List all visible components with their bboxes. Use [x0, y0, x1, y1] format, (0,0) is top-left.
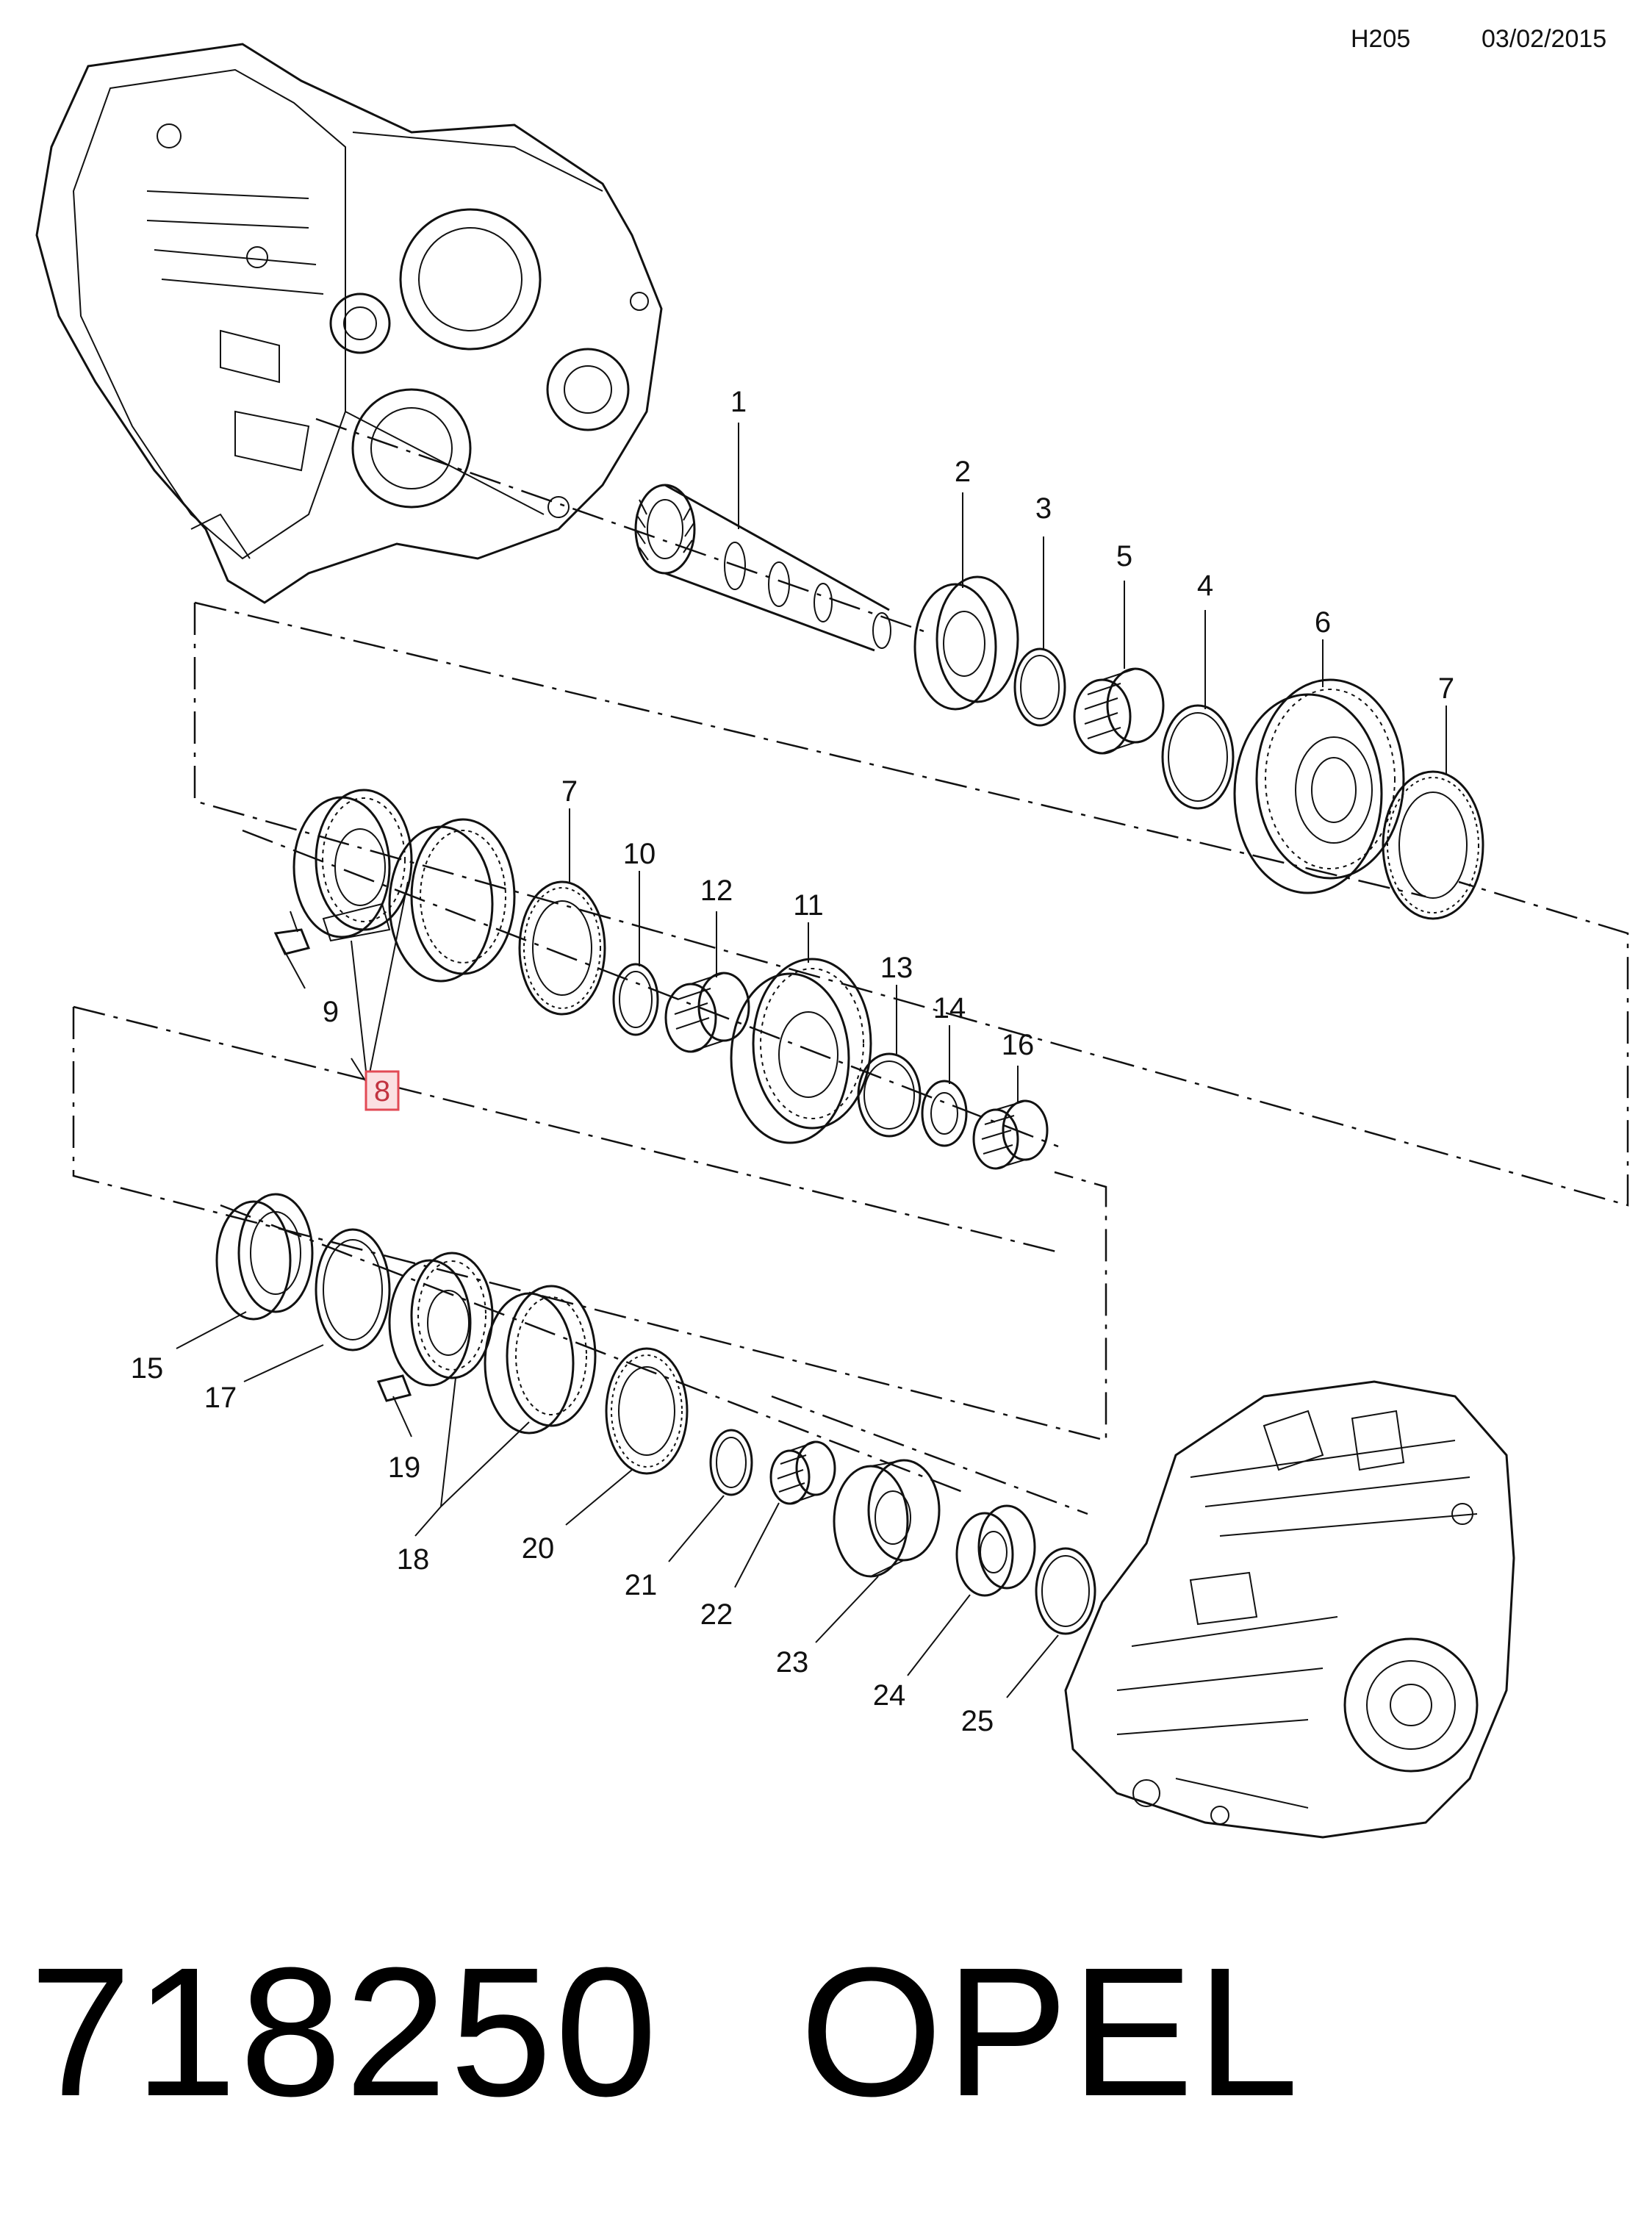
part-23-gear — [833, 1459, 941, 1578]
callout-16: 16 — [1002, 1029, 1035, 1061]
part-16-needle-bearing — [972, 1099, 1049, 1170]
part-18-synchronizer-hub — [388, 1252, 494, 1387]
callout-25: 25 — [961, 1705, 994, 1737]
callout-10: 10 — [623, 838, 656, 870]
callout-5: 5 — [1116, 540, 1132, 572]
callout-8-highlight[interactable]: 8 — [364, 1070, 400, 1111]
callout-20: 20 — [522, 1532, 555, 1565]
callout-18: 18 — [397, 1543, 430, 1576]
part-25-snap-ring — [1035, 1547, 1096, 1635]
callout-21: 21 — [625, 1569, 658, 1601]
callout-2: 2 — [955, 456, 971, 488]
part-21-snap-ring — [709, 1429, 753, 1496]
diagram-date: 03/02/2015 — [1482, 25, 1607, 53]
callout-7-lower: 7 — [561, 775, 578, 808]
callout-24: 24 — [873, 1679, 906, 1712]
callout-14: 14 — [933, 992, 966, 1024]
callout-11: 11 — [793, 889, 824, 922]
part-15-synchro-cone — [215, 1193, 314, 1321]
callout-7-upper: 7 — [1438, 672, 1454, 705]
part-4-thrust-washer — [1161, 704, 1235, 810]
part-18-sleeve — [484, 1285, 597, 1435]
callout-22: 22 — [700, 1598, 733, 1631]
part-7-synchro-ring-upper — [1382, 770, 1484, 920]
part-2-bearing — [913, 575, 1019, 711]
part-6-gear — [1233, 678, 1405, 894]
part-10-snap-ring — [612, 963, 659, 1036]
part-8-synchronizer-hub — [292, 789, 413, 942]
dash-frames — [72, 417, 1629, 1515]
leader-lines — [176, 423, 1447, 1698]
part-12-needle-bearing — [664, 972, 750, 1053]
callout-17: 17 — [204, 1382, 237, 1414]
callout-13: 13 — [880, 952, 913, 984]
part-5-needle-bearing — [1073, 667, 1165, 755]
part-17-synchro-ring — [315, 1228, 391, 1351]
part-3-snap-ring — [1013, 647, 1066, 727]
transmission-case-front — [35, 43, 663, 604]
part-9-key — [273, 911, 311, 955]
callout-3: 3 — [1035, 492, 1052, 525]
callout-labels: 1 2 3 5 4 6 7 7 10 12 11 13 14 16 9 8 15… — [131, 386, 1454, 1737]
callout-8: 8 — [374, 1075, 390, 1108]
callout-12: 12 — [700, 875, 733, 907]
part-11-gear — [730, 958, 872, 1144]
callout-1: 1 — [730, 386, 747, 418]
callout-6: 6 — [1315, 606, 1331, 639]
diagram-code: H205 — [1351, 25, 1411, 53]
callout-23: 23 — [776, 1646, 809, 1679]
part-number: 718250 — [29, 1929, 661, 2134]
callout-9: 9 — [323, 996, 339, 1028]
callout-4: 4 — [1197, 570, 1213, 602]
callout-19: 19 — [388, 1451, 421, 1484]
part-20-synchro-ring — [605, 1347, 689, 1475]
part-24-bearing — [955, 1504, 1036, 1597]
part-13-snap-ring — [857, 1052, 922, 1138]
part-19-key — [376, 1374, 412, 1402]
brand-name: OPEL — [800, 1929, 1302, 2134]
part-22-needle-bearing — [769, 1440, 836, 1505]
part-8-sleeve — [388, 818, 516, 983]
part-1-input-shaft — [634, 484, 891, 652]
part-7-synchro-ring-lower — [518, 880, 606, 1016]
transmission-case-rear — [1064, 1380, 1515, 1839]
callout-15: 15 — [131, 1352, 164, 1385]
part-14-thrust-washer — [921, 1080, 968, 1147]
